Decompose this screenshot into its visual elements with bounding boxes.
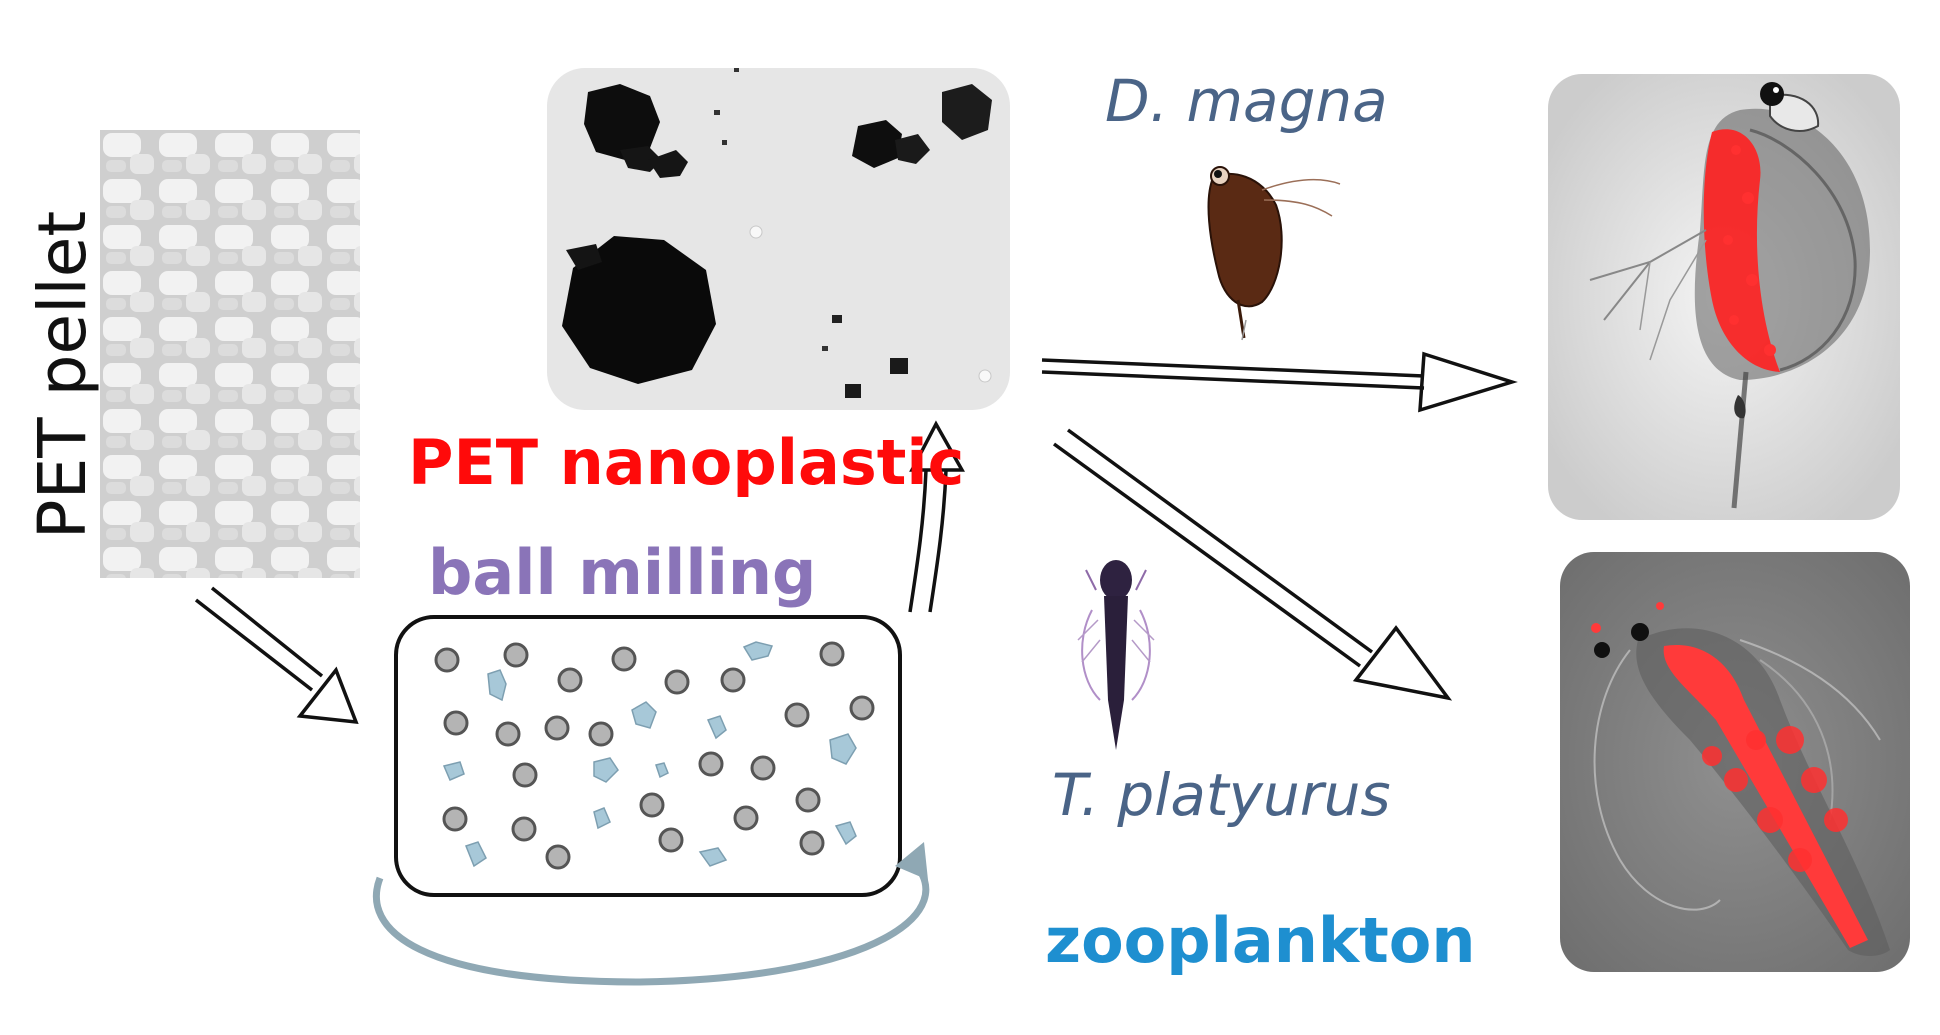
d-magna-fluorescence-image <box>1548 74 1900 520</box>
pet-nanoplastic-label: PET nanoplastic <box>408 426 965 499</box>
arrow-milling-to-nanoplastic <box>908 420 965 613</box>
tem-micrograph <box>547 68 1010 410</box>
ball-milling-label: ball milling <box>428 536 817 609</box>
d-magna-label: D. magna <box>1105 67 1388 135</box>
d-magna-icon <box>1207 166 1341 341</box>
t-platyurus-icon <box>1077 560 1155 750</box>
arrow-to-d-magna <box>1041 351 1518 413</box>
arrow-to-t-platyurus <box>1052 428 1453 701</box>
arrow-pellet-to-milling <box>194 586 359 725</box>
pet-pellet-photo <box>100 130 360 578</box>
pet-fragments <box>442 641 857 868</box>
t-platyurus-fluorescence-image <box>1560 552 1910 972</box>
zooplankton-label: zooplankton <box>1045 904 1476 977</box>
pet-pellet-label: PET pellet <box>24 211 101 539</box>
milling-balls <box>434 641 875 870</box>
pet-pellet-label-text: PET pellet <box>24 210 101 540</box>
ball-milling-vessel <box>394 615 902 897</box>
flow-arrows <box>194 351 1518 725</box>
t-platyurus-label: T. platyurus <box>1052 761 1391 829</box>
milling-cycle-arrow <box>372 842 930 986</box>
